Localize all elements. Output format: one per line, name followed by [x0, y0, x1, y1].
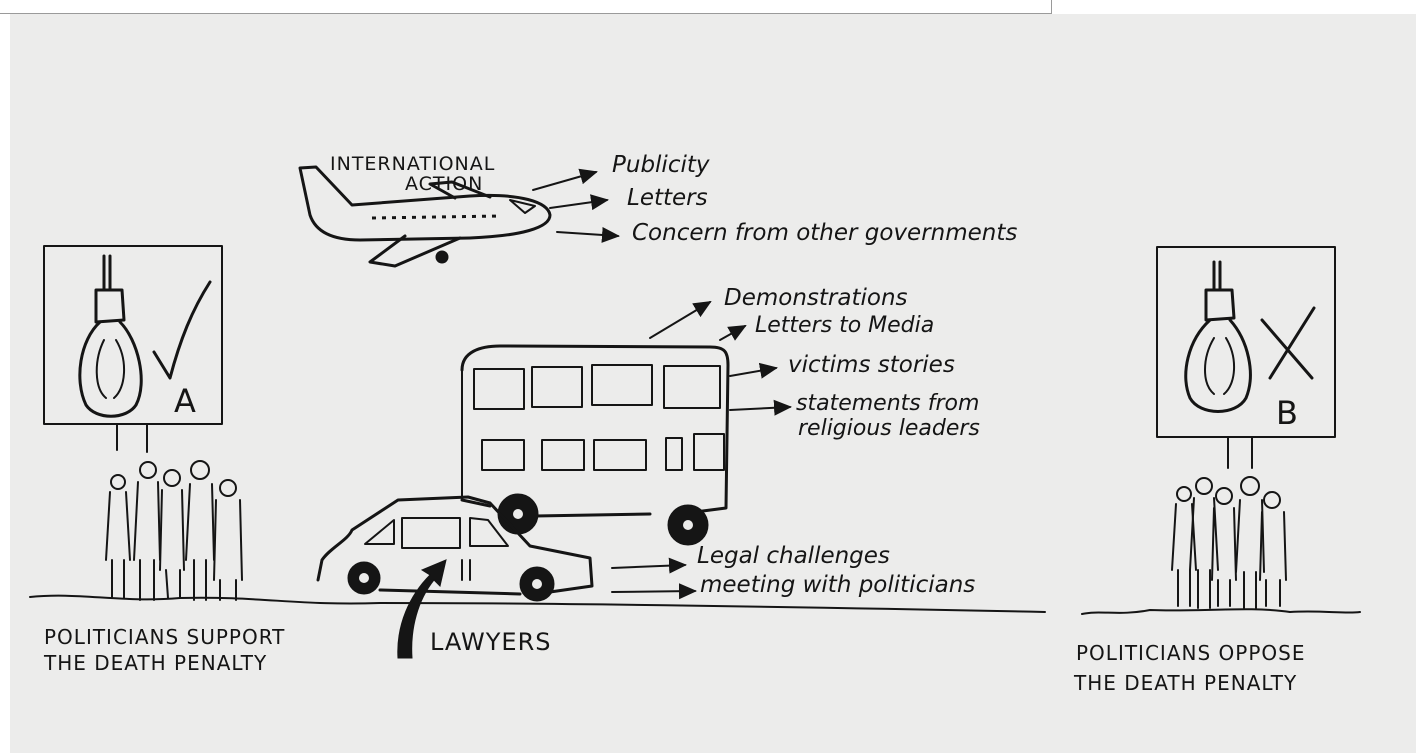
bus-outcome-statements-line2: religious leaders	[798, 416, 980, 441]
sign-b-caption-line1: POLITICIANS OPPOSE	[1076, 641, 1305, 665]
arrow-victims	[729, 362, 778, 379]
arrow-legal	[611, 557, 687, 574]
sign-a-caption-line1: POLITICIANS SUPPORT	[44, 625, 285, 649]
plane-outcome-letters: Letters	[627, 185, 708, 211]
arrow-publicity	[532, 168, 598, 191]
bus-outcome-demonstrations: Demonstrations	[724, 285, 908, 311]
corner-rule-vertical	[1051, 0, 1052, 14]
check-mark-icon	[152, 280, 212, 380]
airplane-icon	[298, 165, 552, 268]
plane-outcome-concern: Concern from other governments	[632, 220, 1017, 246]
arrow-demonstrations	[649, 300, 712, 339]
sign-b-letter: B	[1276, 394, 1299, 432]
plane-heading-line2: ACTION	[405, 173, 483, 195]
arrow-meeting	[611, 583, 697, 600]
arrow-letters	[549, 194, 609, 211]
double-decker-bus-icon	[460, 344, 730, 546]
ground-right	[1081, 608, 1361, 615]
noose-icon	[1184, 260, 1252, 413]
plane-heading-line1: INTERNATIONAL	[330, 153, 495, 175]
bus-outcome-victims: victims stories	[788, 352, 955, 378]
paper-background	[10, 14, 1416, 753]
corner-rule	[0, 13, 1051, 14]
bus-outcome-statements-line1: statements from	[796, 391, 979, 416]
crowd-a-icon	[105, 460, 243, 601]
arrow-concern	[556, 226, 620, 243]
sign-a: A	[43, 245, 223, 453]
lawyers-arrow	[397, 559, 447, 659]
ground-line	[29, 594, 1046, 613]
sign-b: B	[1156, 246, 1336, 469]
sign-b-caption-line2: THE DEATH PENALTY	[1073, 671, 1297, 695]
cross-mark-icon	[1260, 306, 1316, 380]
car-outcome-legal: Legal challenges	[697, 543, 890, 569]
plane-outcome-publicity: Publicity	[612, 152, 710, 178]
sign-a-caption-line2: THE DEATH PENALTY	[43, 651, 267, 675]
car-label-lawyers: LAWYERS	[430, 628, 552, 656]
sign-a-letter: A	[174, 382, 197, 420]
arrow-letters-media	[719, 325, 747, 341]
car-icon	[316, 495, 594, 602]
crowd-b-icon	[1171, 476, 1287, 609]
noose-icon	[78, 254, 143, 418]
car-outcome-meeting: meeting with politicians	[700, 572, 975, 598]
arrow-statements	[729, 399, 792, 416]
bus-outcome-letters-media: Letters to Media	[755, 313, 934, 338]
